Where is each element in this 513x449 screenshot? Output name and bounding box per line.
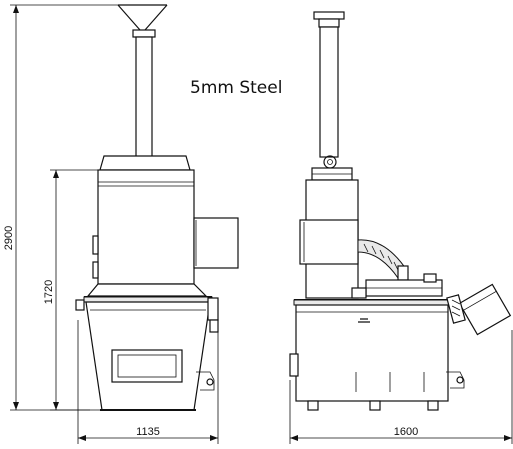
material-note: 5mm Steel (190, 78, 283, 98)
side-view (289, 11, 512, 411)
front-width-label: 1135 (136, 426, 160, 438)
body-height-label: 1720 (43, 280, 55, 304)
front-collar (99, 155, 191, 171)
side-chimney-pipe (319, 26, 339, 158)
side-lower-chamber (295, 304, 449, 402)
front-burner-box (193, 217, 239, 269)
front-dimensions (10, 4, 219, 444)
front-chimney-pipe (135, 36, 153, 158)
side-tilted-burner (458, 283, 512, 336)
overall-height-label: 2900 (3, 226, 15, 250)
front-upper-body (97, 169, 195, 285)
front-chimney-cap (117, 4, 168, 38)
front-view (75, 4, 239, 411)
side-chimney-cap (313, 11, 345, 20)
side-burner-box (299, 219, 359, 265)
side-dimensions (289, 330, 513, 444)
side-width-label: 1600 (394, 426, 418, 438)
